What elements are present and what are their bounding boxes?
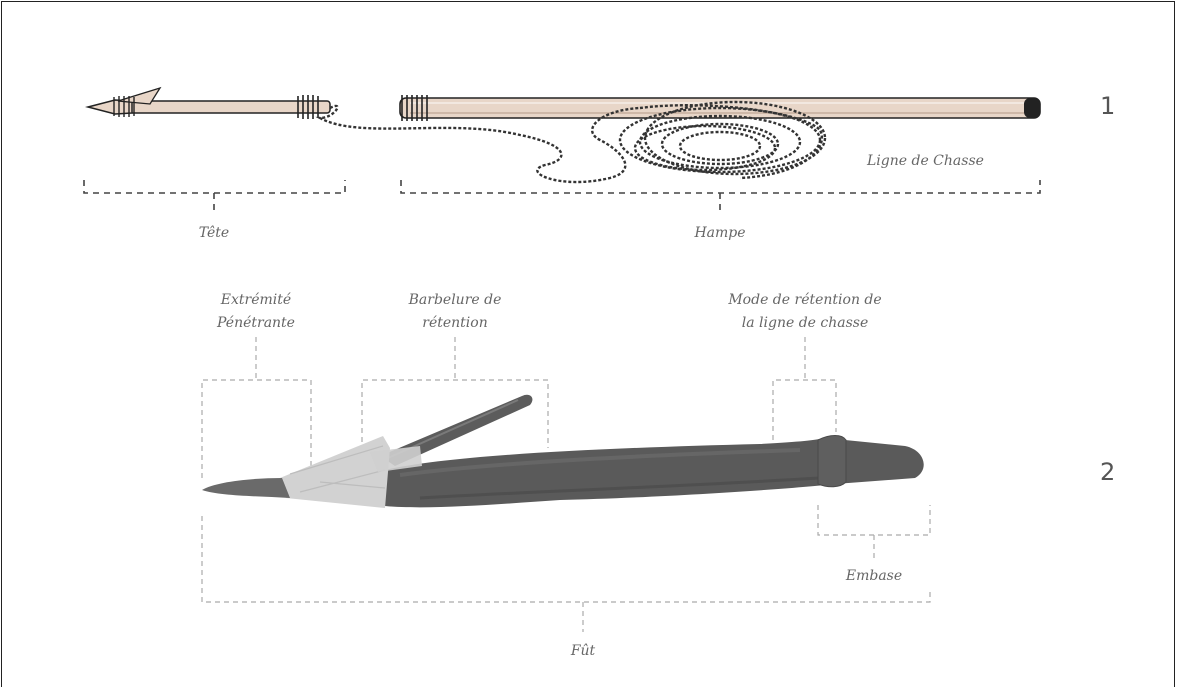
hunting-line-label: Ligne de Chasse	[866, 153, 984, 169]
body-label: Fût	[570, 643, 596, 659]
tip-label: Extrémité Pénétrante	[216, 292, 295, 331]
tip-bracket	[202, 337, 311, 478]
barb-label: Barbelure de rétention	[408, 292, 502, 331]
head-bracket	[84, 180, 345, 214]
figure-2-number: 2	[1100, 458, 1115, 486]
retention-label-line-1: Mode de rétention de	[727, 292, 881, 308]
barb-label-line-2: rétention	[422, 315, 487, 331]
head-label: Tête	[199, 225, 229, 241]
shaft-label: Hampe	[693, 225, 745, 241]
body-bracket	[202, 516, 930, 632]
figure-1-number: 1	[1100, 92, 1115, 120]
shaft-bracket	[401, 180, 1040, 214]
retention-label-line-2: la ligne de chasse	[742, 315, 869, 331]
tip-label-line-2: Pénétrante	[216, 315, 295, 331]
harpoon-head-photo	[202, 395, 924, 508]
retention-label: Mode de rétention de la ligne de chasse	[727, 292, 881, 331]
retention-bracket	[773, 337, 836, 440]
harpoon-head-drawing	[88, 88, 330, 119]
tip-label-line-1: Extrémité	[220, 292, 291, 308]
barb-label-line-1: Barbelure de	[408, 292, 502, 308]
base-bracket	[818, 505, 930, 558]
base-label: Embase	[845, 568, 902, 584]
